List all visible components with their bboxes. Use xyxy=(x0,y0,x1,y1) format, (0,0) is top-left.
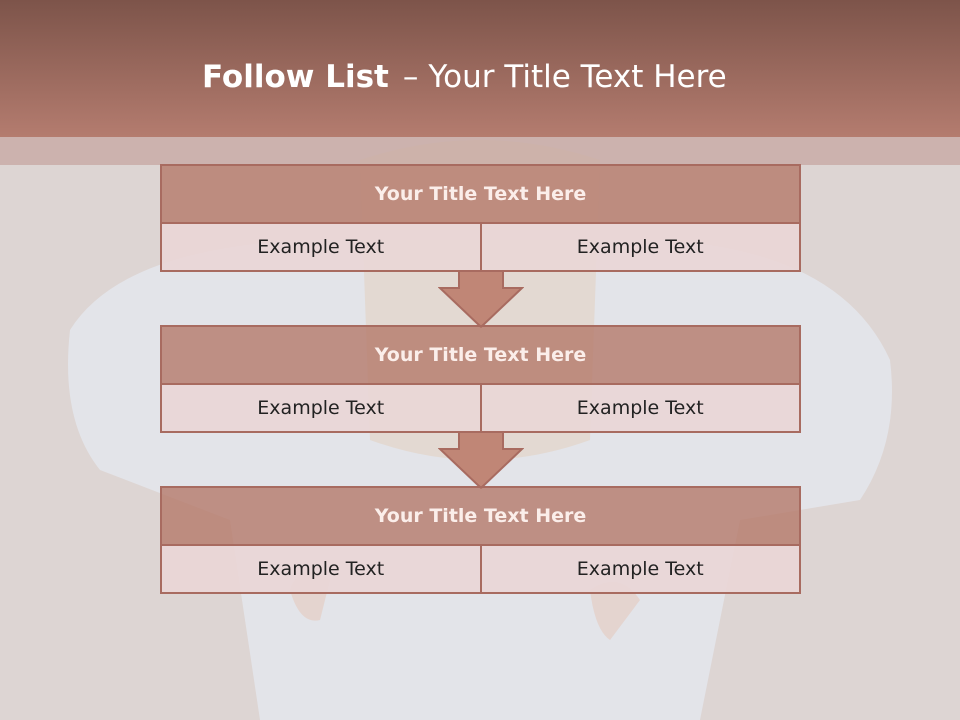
title-separator: – xyxy=(402,59,419,95)
block-cell-right: Example Text xyxy=(479,385,799,431)
block-cell-left: Example Text xyxy=(162,385,480,431)
down-arrow-icon xyxy=(438,431,524,489)
header-bar xyxy=(0,0,960,137)
block-cell-right: Example Text xyxy=(479,224,799,270)
block-cell-right: Example Text xyxy=(479,546,799,592)
block-title: Your Title Text Here xyxy=(162,327,799,385)
block-row: Example Text Example Text xyxy=(162,385,799,431)
block-cell-left: Example Text xyxy=(162,546,480,592)
block-row: Example Text Example Text xyxy=(162,224,799,270)
title-bold: Follow List xyxy=(202,59,389,95)
slide-title: Follow List–Your Title Text Here xyxy=(202,55,727,99)
block-title: Your Title Text Here xyxy=(162,166,799,224)
list-block-1: Your Title Text Here Example Text Exampl… xyxy=(160,164,801,272)
block-row: Example Text Example Text xyxy=(162,546,799,592)
title-rest: Your Title Text Here xyxy=(428,59,727,95)
list-block-3: Your Title Text Here Example Text Exampl… xyxy=(160,486,801,594)
block-cell-left: Example Text xyxy=(162,224,480,270)
header-strip xyxy=(0,137,960,165)
block-title: Your Title Text Here xyxy=(162,488,799,546)
list-block-2: Your Title Text Here Example Text Exampl… xyxy=(160,325,801,433)
down-arrow-icon xyxy=(438,270,524,328)
